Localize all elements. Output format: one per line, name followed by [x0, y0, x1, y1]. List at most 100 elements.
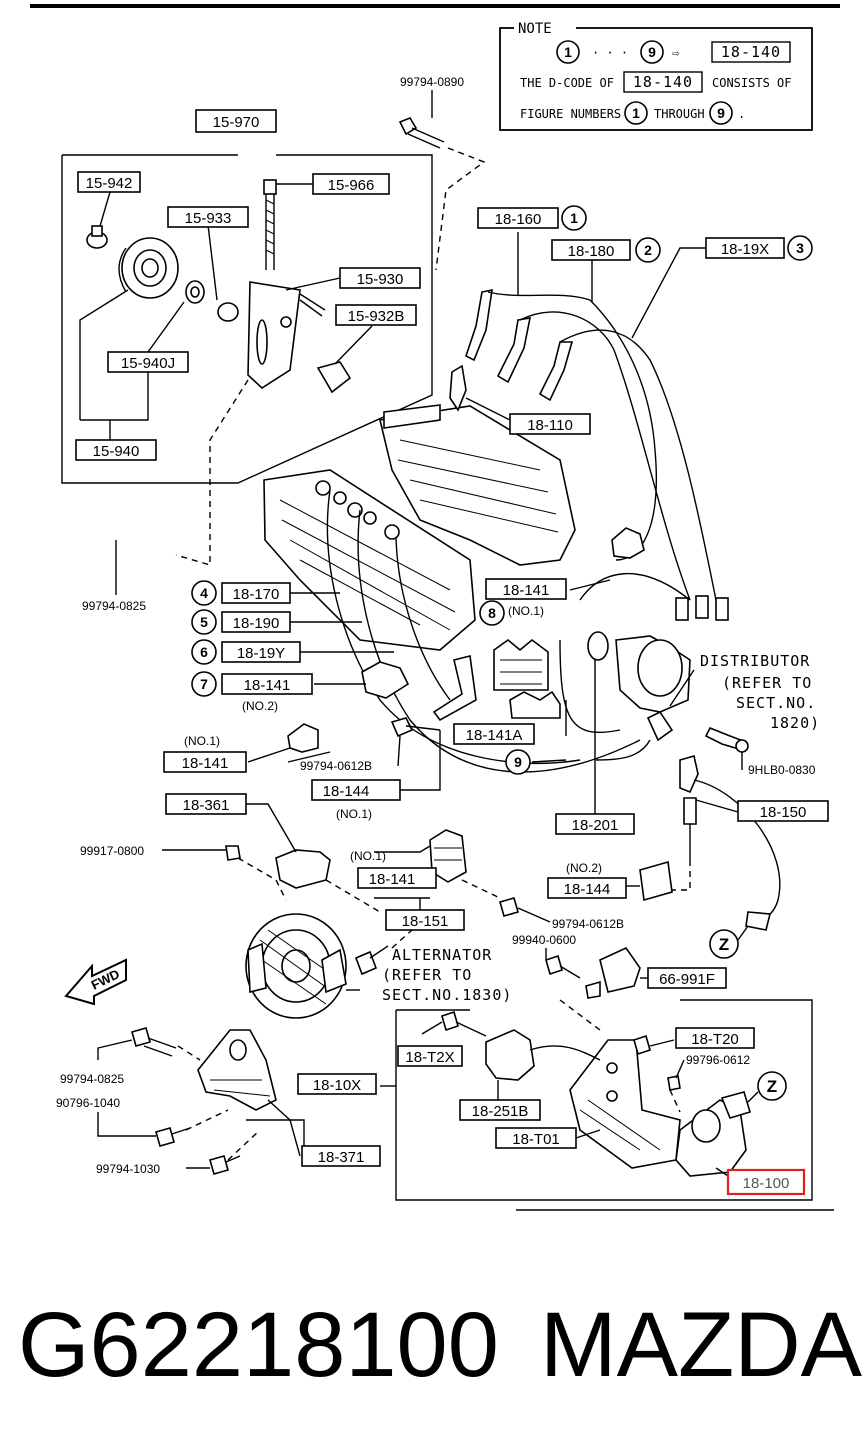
- circle-z-right: Z: [757, 1071, 787, 1101]
- label-18-141-no1-left: 18-141: [163, 751, 247, 773]
- alternator-group: [97, 803, 413, 1175]
- note-circle-1b: 1: [632, 105, 640, 121]
- svg-text:18-141: 18-141: [503, 582, 550, 599]
- label-18-144: 18-144: [311, 779, 401, 801]
- svg-text:9: 9: [514, 754, 522, 770]
- label-18-160: 18-160: [477, 207, 559, 229]
- note-box: NOTE 1 · · · 9 ⇨ 18-140 THE D-CODE OF 18…: [499, 20, 813, 131]
- label-18-T01: 18-T01: [495, 1127, 577, 1149]
- note-no2-left: (NO.2): [242, 699, 278, 713]
- svg-text:15-970: 15-970: [213, 114, 260, 131]
- partno-99794-0890: 99794-0890: [400, 75, 464, 89]
- svg-text:18-180: 18-180: [568, 243, 615, 260]
- label-15-933: 15-933: [167, 206, 249, 228]
- label-15-932B: 15-932B: [335, 304, 417, 326]
- note-line2-prefix: THE D-CODE OF: [520, 76, 614, 90]
- svg-text:18-201: 18-201: [572, 817, 619, 834]
- label-18-170: 18-170: [221, 582, 291, 604]
- svg-text:18-100: 18-100: [743, 1175, 790, 1192]
- circle-num-9: 9: [505, 749, 531, 775]
- note-circle-1: 1: [564, 44, 572, 60]
- note-code-1: 18-140: [721, 43, 781, 61]
- svg-text:18-T2X: 18-T2X: [405, 1049, 454, 1066]
- note-circle-9b: 9: [717, 105, 725, 121]
- svg-text:15-940J: 15-940J: [121, 355, 175, 372]
- svg-text:Z: Z: [719, 935, 729, 954]
- distributor-refer: (REFER TO: [722, 674, 812, 692]
- ignition-coil-box: [380, 999, 834, 1211]
- connector-group: [374, 845, 673, 999]
- svg-text:18-141: 18-141: [244, 677, 291, 694]
- svg-text:7: 7: [200, 676, 208, 692]
- caption-part-number: G62218100: [18, 1294, 499, 1396]
- note-line2-suffix: CONSISTS OF: [712, 76, 791, 90]
- plug-wires: [326, 232, 717, 773]
- partno-99940-0600: 99940-0600: [512, 933, 576, 947]
- bolt-0890: [398, 90, 486, 271]
- circle-num-5: 5: [191, 609, 217, 635]
- caption-brand: MAZDA: [540, 1294, 862, 1396]
- svg-text:18-151: 18-151: [402, 913, 449, 930]
- svg-text:4: 4: [200, 585, 208, 601]
- alternator-sect: SECT.NO.1830): [382, 986, 512, 1004]
- note-period: .: [738, 107, 745, 121]
- alternator-label: ALTERNATOR: [392, 946, 492, 964]
- circle-z-left: Z: [709, 929, 739, 959]
- svg-text:18-T20: 18-T20: [691, 1031, 739, 1048]
- distributor-sectno: 1820): [770, 714, 820, 732]
- svg-text:3: 3: [796, 240, 804, 256]
- label-18-141-mid: 18-141: [357, 867, 437, 889]
- label-18-110: 18-110: [509, 413, 591, 435]
- circle-num-8: 8: [479, 600, 505, 626]
- circle-num-7: 7: [191, 671, 217, 697]
- partno-99917-0800: 99917-0800: [80, 844, 144, 858]
- note-title: NOTE: [518, 21, 552, 37]
- note-no1-18-141: (NO.1): [350, 849, 386, 863]
- svg-text:18-251B: 18-251B: [472, 1103, 529, 1120]
- svg-text:18-110: 18-110: [527, 417, 573, 434]
- label-18-190: 18-190: [221, 611, 291, 633]
- circle-num-1: 1: [561, 205, 587, 231]
- label-18-100-highlighted: 18-100: [726, 1168, 806, 1196]
- svg-text:15-940: 15-940: [93, 443, 140, 460]
- note-no2-18-144: (NO.2): [566, 861, 602, 875]
- tensioner-group: [61, 154, 433, 566]
- svg-text:18-141: 18-141: [182, 755, 229, 772]
- label-18-151: 18-151: [385, 909, 465, 931]
- note-code-2: 18-140: [633, 73, 693, 91]
- partno-99794-0612B-b: 99794-0612B: [552, 917, 624, 931]
- note-no1-right: (NO.1): [508, 604, 544, 618]
- caption-bar: G62218100 MAZDA: [0, 1290, 864, 1400]
- svg-text:18-10X: 18-10X: [313, 1077, 361, 1094]
- partno-99794-0612B-a: 99794-0612B: [300, 759, 372, 773]
- partno-99794-0825-top: 99794-0825: [82, 599, 146, 613]
- label-18-141-no2: 18-141: [221, 673, 313, 695]
- label-15-942: 15-942: [77, 171, 141, 193]
- label-18-19X: 18-19X: [705, 237, 785, 259]
- svg-text:· · ·: · · ·: [592, 46, 628, 60]
- svg-text:18-361: 18-361: [183, 797, 230, 814]
- label-18-371: 18-371: [301, 1145, 381, 1167]
- label-18-T2X: 18-T2X: [397, 1045, 463, 1067]
- engine-head: [263, 364, 576, 651]
- distributor-callout: DISTRIBUTOR (REFER TO SECT.NO. 1820): [669, 652, 820, 732]
- label-18-141A: 18-141A: [453, 723, 535, 745]
- svg-text:18-141: 18-141: [369, 871, 416, 888]
- partno-99794-1030: 99794-1030: [96, 1162, 160, 1176]
- svg-text:5: 5: [200, 614, 208, 630]
- svg-text:6: 6: [200, 644, 208, 660]
- partno-90796-1040: 90796-1040: [56, 1096, 120, 1110]
- circle-num-6: 6: [191, 639, 217, 665]
- partno-99796-0612: 99796-0612: [686, 1053, 750, 1067]
- svg-text:18-T01: 18-T01: [512, 1131, 560, 1148]
- svg-text:15-942: 15-942: [86, 175, 133, 192]
- svg-text:66-991F: 66-991F: [659, 971, 715, 988]
- svg-text:18-144: 18-144: [564, 881, 611, 898]
- svg-text:8: 8: [488, 605, 496, 621]
- svg-text:Z: Z: [767, 1077, 777, 1096]
- label-18-144-no2: 18-144: [547, 877, 627, 899]
- label-15-966: 15-966: [312, 173, 390, 195]
- label-15-970: 15-970: [195, 109, 277, 133]
- svg-text:15-966: 15-966: [328, 177, 375, 194]
- label-leaders: [115, 540, 394, 763]
